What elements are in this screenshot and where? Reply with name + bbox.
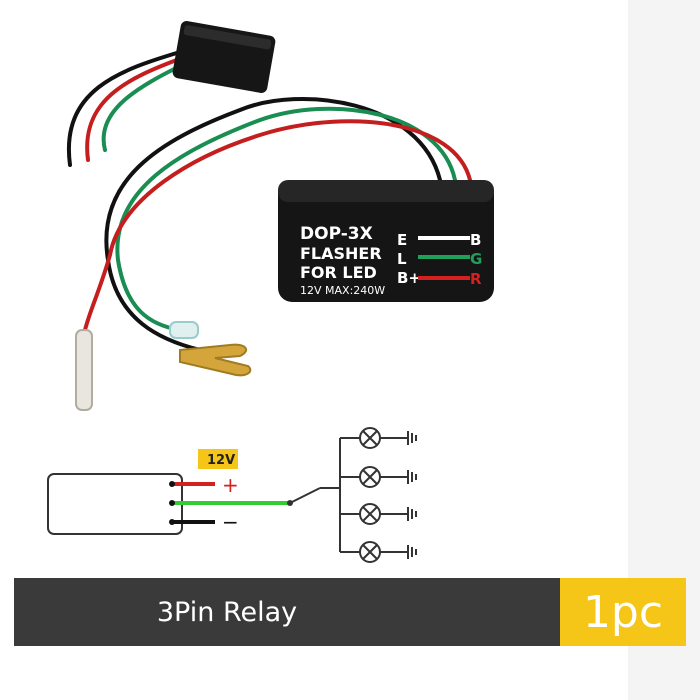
banner-label: 3Pin Relay: [156, 596, 298, 628]
relay-line3: FOR LED: [300, 263, 377, 282]
pin-right-0: B: [470, 231, 481, 249]
pin-line-green: [418, 255, 470, 259]
terminal-spade: [75, 329, 93, 411]
diagram-relay-box: [47, 473, 183, 535]
product-banner: 3Pin Relay 1pc: [14, 578, 686, 646]
wire-harness: [66, 50, 472, 352]
wire-green-left: [101, 62, 186, 152]
wire-red-main: [83, 119, 472, 332]
connector-plug: [172, 21, 276, 93]
voltage-tag: [198, 449, 238, 469]
quantity-badge: 1pc: [560, 578, 686, 646]
wiring-diagram: 12V + −: [47, 427, 417, 563]
terminal-sleeve: [169, 321, 199, 339]
wire-red-left: [85, 56, 184, 162]
voltage-label: 12V: [207, 453, 235, 468]
pin-right-2: R: [470, 270, 482, 288]
wire-black-main: [104, 96, 442, 352]
relay-model: DOP-3X: [300, 224, 373, 244]
ground-icon: [407, 431, 417, 559]
pin-right-1: G: [470, 250, 482, 268]
pin-left-1: L: [397, 250, 407, 268]
switch-blade: [289, 487, 321, 504]
pin-line-red: [418, 276, 470, 280]
terminal-fork: [179, 343, 252, 377]
wire-terminals: [75, 321, 252, 411]
wire-green-main: [115, 106, 457, 332]
relay-line2: FLASHER: [300, 244, 382, 263]
pin-left-0: E: [397, 231, 407, 249]
pin-left-2: B+: [397, 269, 421, 287]
pin-line-white: [418, 236, 470, 240]
relay-rating: 12V MAX:240W: [300, 284, 385, 297]
minus-label: −: [222, 510, 239, 534]
wire-black-left: [66, 50, 182, 167]
lamp-group: [340, 427, 408, 563]
relay-module: DOP-3X FLASHER FOR LED 12V MAX:240W E L …: [278, 180, 494, 302]
plus-label: +: [222, 473, 239, 497]
